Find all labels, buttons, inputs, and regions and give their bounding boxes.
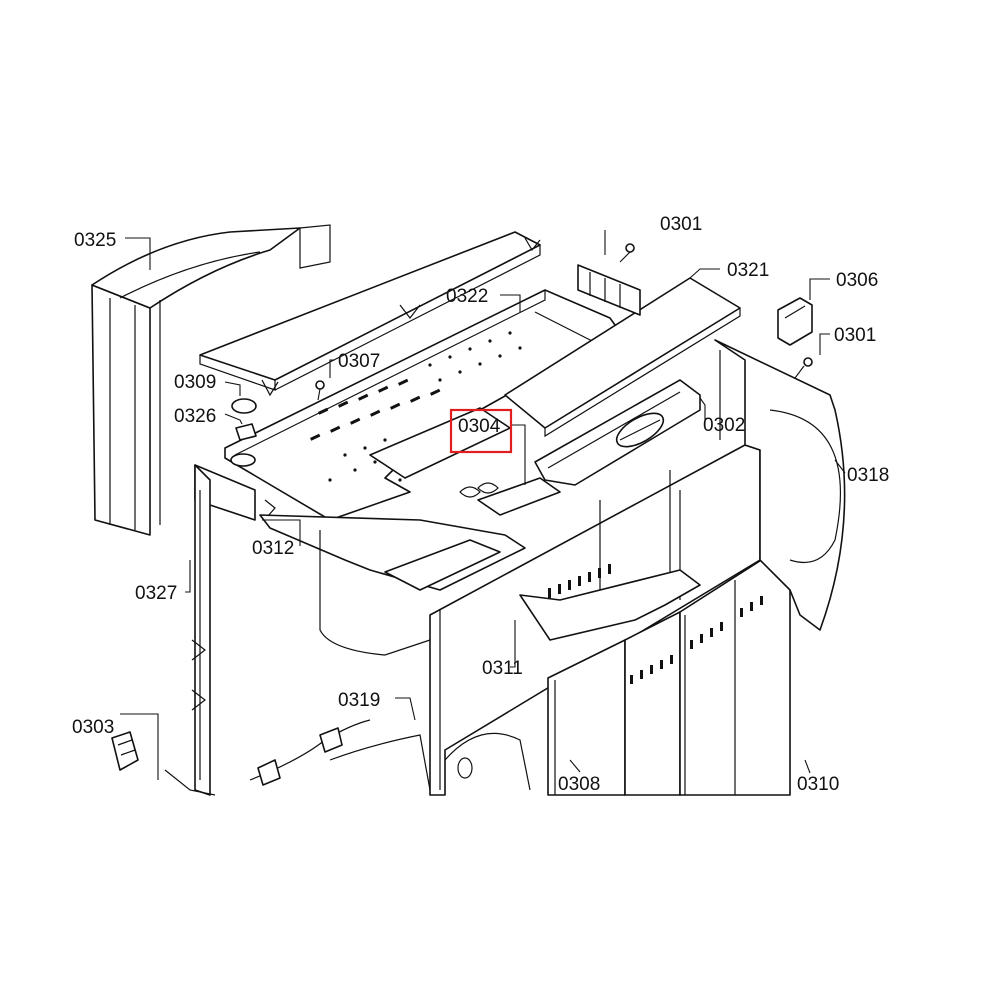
part-0312-plate [259,499,526,591]
part-0321-lid-strip [504,277,741,438]
callout-0307: 0307 [338,351,380,372]
part-upper-lid [199,231,541,397]
callout-0311: 0311 [482,658,523,679]
screws [315,243,813,401]
duct-slots [548,564,611,598]
callout-0309: 0309 [174,372,216,393]
callout-0301-top: 0301 [660,214,702,235]
callout-0321: 0321 [727,260,769,281]
callout-0306: 0306 [836,270,878,291]
leader-lines [120,230,846,780]
callout-0302: 0302 [703,415,745,436]
part-0327-housing [164,464,431,796]
cover-slots [310,331,522,482]
callout-0301: 0301 [834,325,876,346]
part-0326-block [230,423,257,467]
panel-slots [630,655,673,684]
part-0306-switch [777,297,813,346]
callout-0312: 0312 [252,538,294,559]
callout-0325: 0325 [74,230,116,251]
part-top-bracket [577,264,641,316]
part-0308-front-panel [547,611,681,796]
part-0311-duct [519,564,701,641]
callout-0326: 0326 [174,406,216,427]
callout-0304: 0304 [458,416,501,437]
part-0318-curved-panel [714,339,846,631]
highlight-box [449,408,513,454]
part-0319-cable [249,719,431,791]
part-0302-control-panel [534,379,701,486]
panel-slots-right [690,596,763,649]
part-0325-side-panel [91,224,331,536]
callout-0319: 0319 [338,690,380,711]
callout-labels: 0325 0301 0321 0306 0322 0301 0307 0309 … [72,214,889,795]
part-0303-connector [111,731,139,771]
callout-0308: 0308 [558,774,600,795]
part-0309-clip [231,398,257,414]
callout-0303: 0303 [72,717,114,738]
callout-0318: 0318 [847,465,889,486]
callout-0327: 0327 [135,583,177,604]
callout-0322: 0322 [446,286,488,307]
callout-0310: 0310 [797,774,839,795]
